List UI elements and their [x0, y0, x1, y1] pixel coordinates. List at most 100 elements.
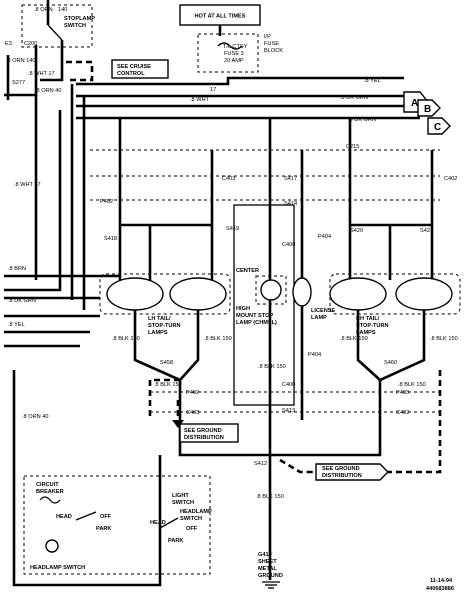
cruise-control-box [111, 59, 169, 79]
rh-gnd-dash [388, 370, 442, 474]
s417-label: S417 [284, 176, 297, 182]
head-label-right: HEAD [150, 520, 166, 526]
lh-blk-150-c: .8 BLK 150 [154, 382, 182, 388]
lh-ground-run [178, 380, 270, 457]
center-blk-150: .8 BLK 150 [258, 364, 286, 370]
lh-tail-lamp-bulb [106, 277, 164, 311]
left-yel-label: .8 YEL [8, 322, 25, 328]
fuse-block-outline [197, 33, 259, 73]
park-label-left: PARK [96, 526, 111, 532]
stoplamp-feed-label: .8 ORN [34, 7, 53, 13]
s412-label: S412 [254, 461, 267, 467]
fuse-name-label: T/L CTSY [223, 44, 248, 50]
fuse-number-label: FUSE 3 [224, 51, 244, 57]
cruise-control-link [66, 60, 94, 82]
light-switch-label-1: LIGHT [172, 493, 189, 499]
orn-40-loop [12, 370, 162, 587]
s418-label: S418 [104, 236, 117, 242]
figure-code-label: 440683886 [426, 586, 454, 592]
trunk-wht-17-label: .8 WHT 17 [14, 182, 41, 188]
lh-ground-2 [179, 310, 200, 381]
e3-label: E3 [5, 41, 12, 47]
stoplamp-feed-num: 140 [58, 7, 67, 13]
license-lamp-title-2: LAMP [311, 315, 327, 321]
lh-c403-label: C403 [186, 410, 199, 416]
s421-label: S421 [420, 228, 433, 234]
c402-label: C402 [444, 176, 457, 182]
lh-ground-dist-1: SEE GROUND [184, 428, 222, 434]
head-label-left: HEAD [56, 514, 72, 520]
s460-label: S460 [384, 360, 397, 366]
light-switch-label-2: SWITCH [172, 500, 194, 506]
rh-blk-150-a: .8 BLK 150 [340, 336, 368, 342]
connector-c [427, 117, 451, 135]
connector-b [417, 99, 441, 117]
s413-label: S413 [282, 408, 295, 414]
off-label-right: OFF [186, 526, 198, 532]
connector-a-label: A [411, 98, 418, 109]
orn-40-bottom-label: .8 ORN 40 [22, 414, 48, 420]
date-label: 11-14-94 [430, 578, 453, 584]
ground-label: GROUND [258, 573, 283, 579]
lh-blk-150-a: .8 BLK 150 [112, 336, 140, 342]
lh-ground-arrow [172, 420, 184, 428]
rh-blk-150-b: .8 BLK 150 [430, 336, 458, 342]
trunk-wire-2 [4, 110, 62, 292]
left-dk-grn-label: .8 DK GRN [8, 298, 36, 304]
bottom-blk-150: .8 BLK 150 [256, 494, 284, 500]
bus-dk-grn-2-label: .8 DK GRN [348, 117, 376, 123]
headlamp-switch-label-2: SWITCH [180, 516, 202, 522]
hot-at-all-times-label: HOT AT ALL TIMES [195, 14, 246, 20]
headlamp-blade-left [75, 511, 97, 521]
lt-blu-wht-17-label: .8 WHT 17 [28, 71, 55, 77]
lh-ground-dist-2: DISTRIBUTION [184, 435, 224, 441]
center-ground-dist-2: DISTRIBUTION [322, 473, 362, 479]
off-label-left: OFF [100, 514, 112, 520]
rh-lamp-title-1: RH TAIL/ [356, 316, 380, 322]
center-ground-dist-box [315, 463, 389, 481]
s458-label: S458 [160, 360, 173, 366]
center-ground-dist-1: SEE GROUND [322, 466, 360, 472]
rh-lamp-title-2: STOP-TURN [356, 323, 389, 329]
c403-label: C403 [222, 176, 235, 182]
connector-b-label: B [424, 104, 431, 115]
c200-label: C200 [24, 41, 37, 47]
bus-dk-grn-label: .8 DK GRN [340, 95, 368, 101]
fuse-symbol [217, 42, 243, 50]
park-label-right: PARK [168, 538, 183, 544]
rh-tail-lamp-bulb [329, 277, 387, 311]
bus-wire-a [76, 76, 404, 86]
lh-lamp-title-3: LAMPS [148, 330, 168, 336]
center-lamp-title-3: MOUNT STOP [236, 313, 273, 319]
license-lamp-title-1: LICENSE [311, 308, 336, 314]
chmsl-loop [233, 204, 295, 406]
left-brn-label: .8 BRN [8, 266, 26, 272]
c215-label: C215 [346, 144, 359, 150]
rh-p403-label: P403 [396, 390, 409, 396]
cruise-control-label-1: SEE CRUISE [117, 64, 151, 70]
lh-loop-dash [148, 378, 180, 420]
stoplamp-switch-title-2: SWITCH [64, 23, 86, 29]
stoplamp-switch-outline [21, 4, 93, 48]
headlamp-switch-outline [23, 475, 211, 575]
c400-bottom-label: C400 [282, 382, 295, 388]
p404-bottom-label: P404 [308, 352, 321, 358]
headlamp-switch-label-1: HEADLAMP [180, 509, 212, 515]
stoplamp-output-wire [40, 40, 64, 82]
rh-lamp-title-3: LAMPS [356, 330, 376, 336]
headlamp-blade-right [159, 517, 179, 529]
bus-wht-label: .8 WHT [190, 97, 210, 103]
lh-blk-150-b: .8 BLK 150 [204, 336, 232, 342]
lh-stop-lamp-bulb [169, 277, 227, 311]
stoplamp-switch-title-1: STOPLAMP [64, 16, 95, 22]
lh-lamp-title-1: LH TAIL/ [148, 316, 171, 322]
rh-stop-lamp-bulb [395, 277, 453, 311]
s419-label: S419 [226, 226, 239, 232]
lh-p402-label: P402 [186, 390, 199, 396]
center-high-mount-box [255, 275, 287, 305]
center-lamp-title-1: CENTER [236, 268, 259, 274]
p402-label: P402 [100, 199, 113, 205]
rh-ground-run [270, 380, 382, 457]
dimmer-lamp-icon [45, 539, 59, 553]
